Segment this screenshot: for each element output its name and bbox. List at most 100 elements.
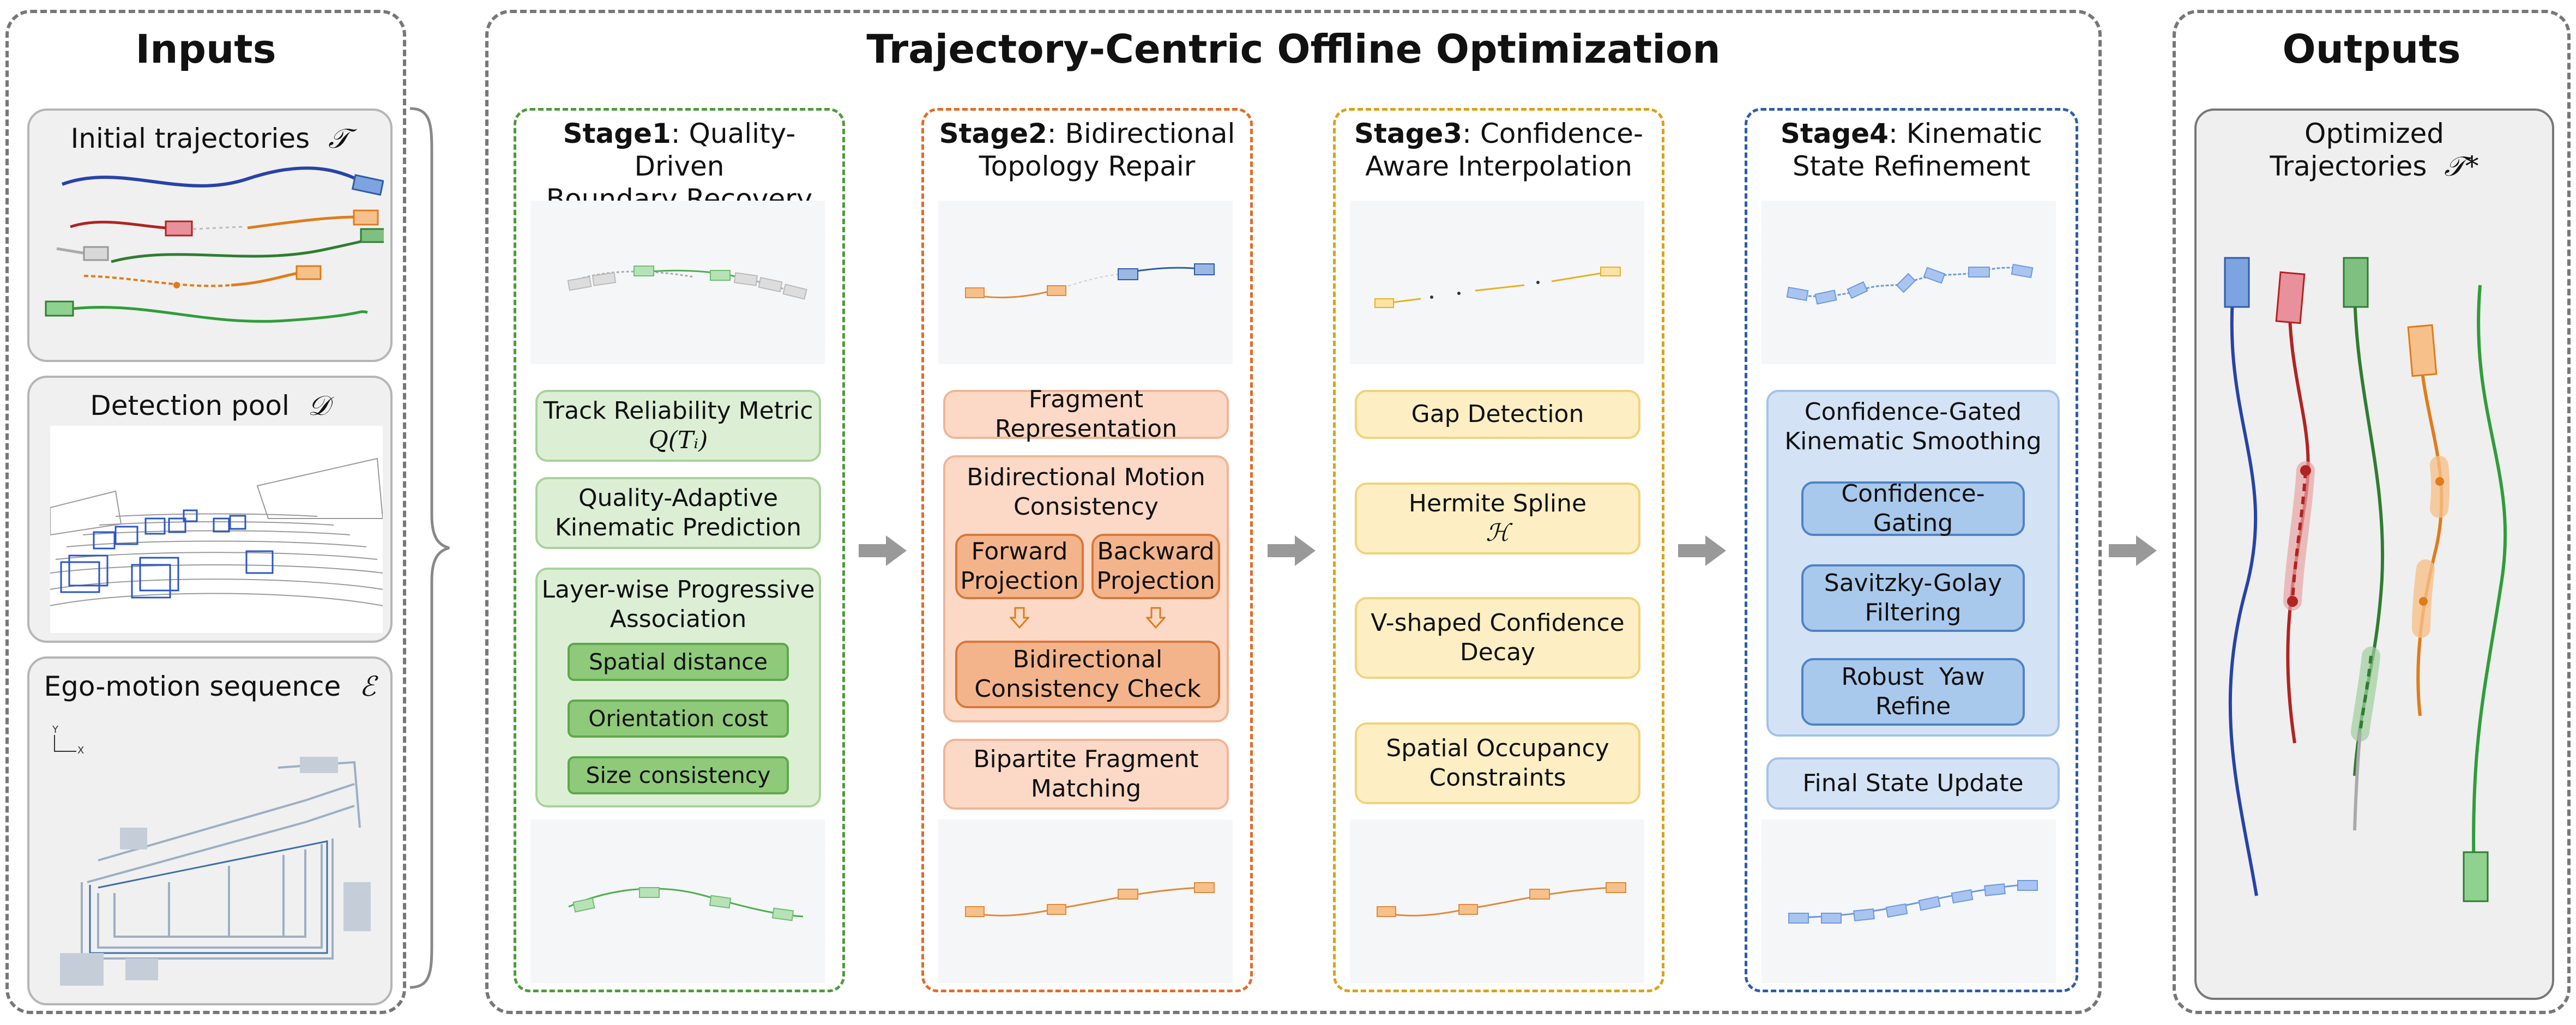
stage3-top-thumbnail (1350, 201, 1644, 364)
bipartite-line2: Matching (1030, 775, 1142, 803)
stage1-top-thumbnail (530, 201, 825, 364)
stage3-title: Stage3: Confidence- Aware Interpolation (1341, 117, 1656, 183)
robust-yaw-line2: Refine (1875, 692, 1951, 720)
arrow-right-icon (2109, 535, 2157, 566)
backward-projection-box: Backward Projection (1091, 534, 1220, 599)
v-shaped-decay-box: V-shaped Confidence Decay (1355, 597, 1640, 679)
optimization-panel: Trajectory-Centric Offline Optimization (485, 10, 2102, 1014)
backward-projection-line1: Backward (1097, 538, 1215, 565)
stage2-title: Stage2: Bidirectional Topology Repair (930, 117, 1245, 183)
initial-trajectories-symbol: 𝒯 (328, 123, 349, 154)
track-reliability-metric-formula: Q(Tᵢ) (648, 426, 708, 454)
layerwise-association-title: Layer-wise Progressive Association (538, 575, 819, 634)
initial-trajectories-text: Initial trajectories (70, 123, 310, 154)
ego-motion-map: Y X (52, 724, 371, 986)
stage3-title-bold: Stage3 (1354, 118, 1463, 149)
detection-pool-text: Detection pool (90, 390, 289, 421)
confidence-gating-box: Confidence-Gating (1801, 480, 2025, 537)
stage2-panel: Stage2: Bidirectional Topology Repair Fr… (921, 108, 1253, 992)
outputs-title: Outputs (2282, 26, 2461, 72)
optimization-title: Trajectory-Centric Offline Optimization (866, 26, 1721, 72)
hermite-spline-label: Hermite Spline (1408, 490, 1587, 517)
optimized-trajectories-illustration (2224, 257, 2507, 902)
stage4-title-line2: State Refinement (1792, 150, 2031, 182)
v-shaped-decay-line1: V-shaped Confidence (1371, 609, 1625, 637)
arrow-right-icon (1678, 535, 1726, 566)
quality-adaptive-prediction-box: Quality-Adaptive Kinematic Prediction (535, 477, 821, 549)
stage4-top-thumbnail (1761, 201, 2056, 364)
ego-motion-card: Ego-motion sequence ℰ Y X (27, 656, 393, 1005)
quality-adaptive-line2: Kinematic Prediction (554, 514, 802, 541)
layerwise-line2: Association (610, 605, 747, 633)
spatial-occupancy-line2: Constraints (1429, 764, 1566, 792)
arrow-right-icon (1268, 535, 1316, 566)
inputs-panel: Inputs Initial trajectories 𝒯 (5, 10, 406, 1014)
bipartite-fragment-matching-box: Bipartite Fragment Matching (943, 739, 1229, 810)
ego-motion-label: Ego-motion sequence ℰ (29, 671, 390, 702)
bidirectional-motion-line2: Consistency (1013, 493, 1159, 521)
forward-projection-line2: Projection (960, 567, 1079, 595)
lidar-pointcloud-image (50, 426, 383, 633)
orientation-cost-pill: Orientation cost (568, 700, 789, 738)
stage2-top-thumbnail (938, 201, 1233, 364)
down-arrow-icon (1010, 607, 1029, 629)
stage3-bottom-thumbnail (1350, 819, 1644, 983)
stage3-panel: Stage3: Confidence- Aware Interpolation … (1333, 108, 1664, 992)
optimized-line1: Optimized (2304, 118, 2444, 149)
ego-motion-symbol: ℰ (359, 671, 376, 702)
backward-projection-line2: Projection (1096, 567, 1215, 595)
bipartite-line1: Bipartite Fragment (973, 745, 1199, 773)
stage4-panel: Stage4: Kinematic State Refinement Confi… (1745, 108, 2078, 992)
smoothing-line2: Kinematic Smoothing (1784, 427, 2042, 455)
savitzky-golay-line1: Savitzky-Golay (1824, 569, 2002, 597)
stage3-title-rest: : Confidence- (1462, 118, 1644, 149)
consistency-check-line1: Bidirectional (1012, 646, 1163, 673)
stage4-title-bold: Stage4 (1780, 118, 1889, 149)
forward-projection-line1: Forward (971, 538, 1068, 565)
initial-trajectories-card: Initial trajectories 𝒯 (27, 108, 393, 362)
axis-x-label: X (77, 745, 84, 756)
stage2-title-rest: : Bidirectional (1047, 118, 1235, 149)
stage1-title-bold: Stage1 (563, 118, 671, 149)
forward-projection-box: Forward Projection (955, 534, 1084, 599)
detection-pool-label: Detection pool 𝒟 (29, 390, 390, 422)
ego-motion-text: Ego-motion sequence (44, 671, 341, 702)
arrow-right-icon (859, 535, 907, 566)
consistency-check-line2: Consistency Check (974, 675, 1201, 703)
layerwise-line1: Layer-wise Progressive (541, 576, 815, 604)
layerwise-association-box: Layer-wise Progressive Association Spati… (535, 568, 821, 807)
inputs-title: Inputs (135, 26, 276, 72)
stage4-title: Stage4: Kinematic State Refinement (1753, 117, 2070, 183)
optimized-symbol: 𝒯* (2444, 150, 2479, 182)
bidirectional-motion-title: Bidirectional Motion Consistency (945, 463, 1227, 522)
stage1-bottom-thumbnail (530, 819, 825, 983)
stage1-panel: Stage1: Quality-Driven Boundary Recovery… (514, 108, 845, 992)
robust-yaw-line1: Robust Yaw (1841, 663, 1985, 691)
robust-yaw-refine-box: Robust Yaw Refine (1801, 658, 2025, 726)
hermite-spline-box: Hermite Spline ℋ (1355, 483, 1640, 554)
hermite-spline-symbol: ℋ (1486, 519, 1510, 547)
stage3-title-line2: Aware Interpolation (1365, 150, 1632, 182)
optimized-trajectories-label: Optimized Trajectories 𝒯* (2197, 117, 2552, 183)
spatial-distance-pill: Spatial distance (568, 643, 789, 681)
size-consistency-pill: Size consistency (568, 756, 789, 794)
smoothing-line1: Confidence-Gated (1804, 398, 2022, 426)
optimized-line2: Trajectories (2270, 150, 2427, 182)
optimized-trajectories-card: Optimized Trajectories 𝒯* (2194, 108, 2554, 1000)
stage4-title-rest: : Kinematic (1888, 118, 2043, 149)
savitzky-golay-box: Savitzky-Golay Filtering (1801, 564, 2025, 632)
stage2-title-bold: Stage2 (939, 118, 1047, 149)
fragment-representation-box: Fragment Representation (943, 385, 1229, 443)
final-state-update-box: Final State Update (1766, 757, 2060, 810)
input-brace-icon (409, 107, 450, 989)
confidence-gated-smoothing-title: Confidence-Gated Kinematic Smoothing (1769, 397, 2058, 456)
track-reliability-metric-label: Track Reliability Metric (543, 397, 813, 425)
savitzky-golay-line2: Filtering (1865, 599, 1962, 626)
v-shaped-decay-line2: Decay (1459, 638, 1536, 666)
confidence-gated-smoothing-box: Confidence-Gated Kinematic Smoothing Con… (1766, 390, 2060, 737)
gap-detection-box: Gap Detection (1355, 390, 1640, 439)
axis-y-label: Y (52, 724, 59, 735)
initial-trajectories-label: Initial trajectories 𝒯 (29, 123, 390, 155)
detection-pool-card: Detection pool 𝒟 (27, 376, 393, 643)
detection-pool-symbol: 𝒟 (307, 390, 330, 421)
